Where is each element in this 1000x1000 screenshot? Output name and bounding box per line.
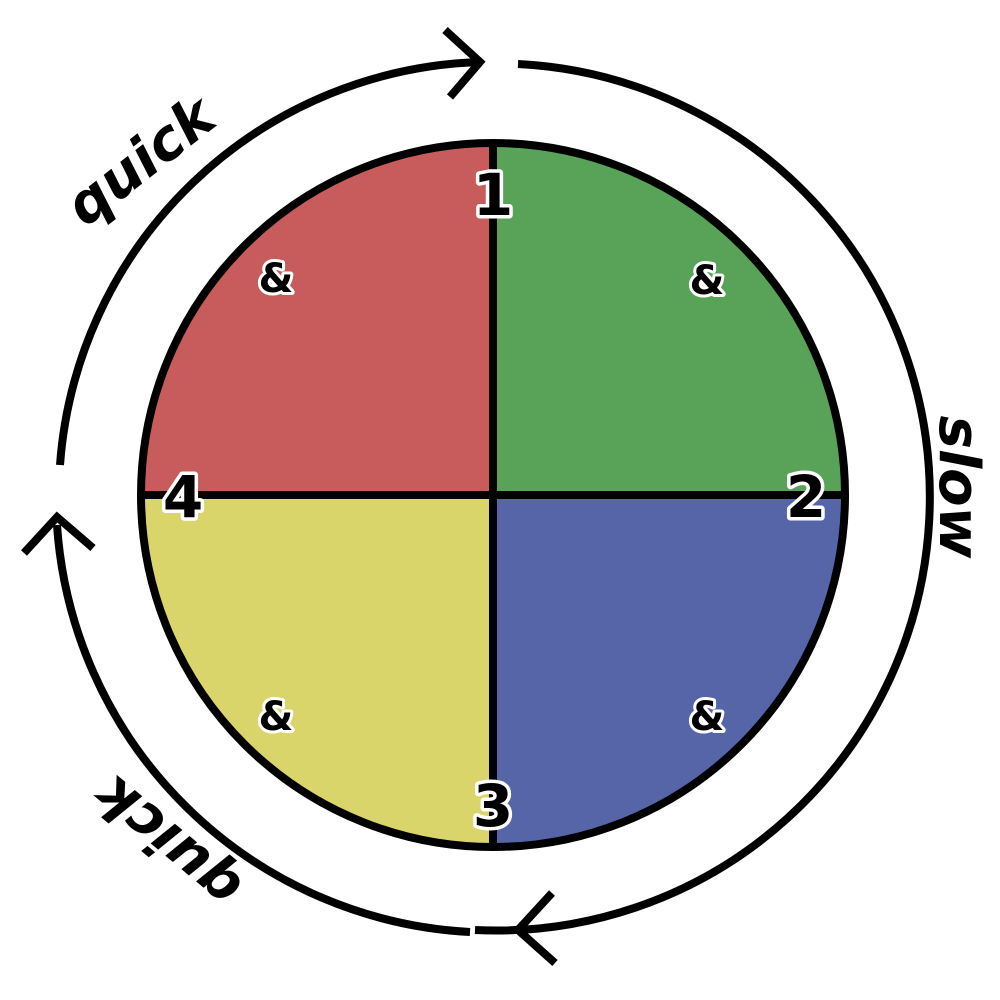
quadrant-beat-2 bbox=[493, 495, 845, 847]
and-mark-4: & bbox=[259, 256, 294, 302]
and-mark-2: & bbox=[690, 694, 725, 740]
beat-label-1: 1 bbox=[473, 161, 513, 229]
arrowhead-left-icon bbox=[21, 511, 96, 556]
arc-slow bbox=[474, 60, 935, 935]
label-slow: slow bbox=[926, 416, 991, 559]
arc-quick-top bbox=[56, 58, 481, 466]
quadrant-beat-1 bbox=[493, 143, 845, 495]
arrowhead-bottom-icon bbox=[512, 890, 558, 966]
arrowhead-top-icon bbox=[442, 27, 486, 100]
beat-label-4: 4 bbox=[163, 463, 203, 531]
and-mark-1: & bbox=[690, 258, 725, 304]
arc-quick-bottom bbox=[53, 524, 471, 936]
label-quick-top: quick bbox=[54, 81, 231, 239]
and-mark-3: & bbox=[259, 694, 294, 740]
beat-label-2: 2 bbox=[786, 463, 826, 531]
quadrant-beat-4 bbox=[141, 143, 493, 495]
beat-label-3: 3 bbox=[473, 772, 513, 840]
quadrant-beat-3 bbox=[141, 495, 493, 847]
